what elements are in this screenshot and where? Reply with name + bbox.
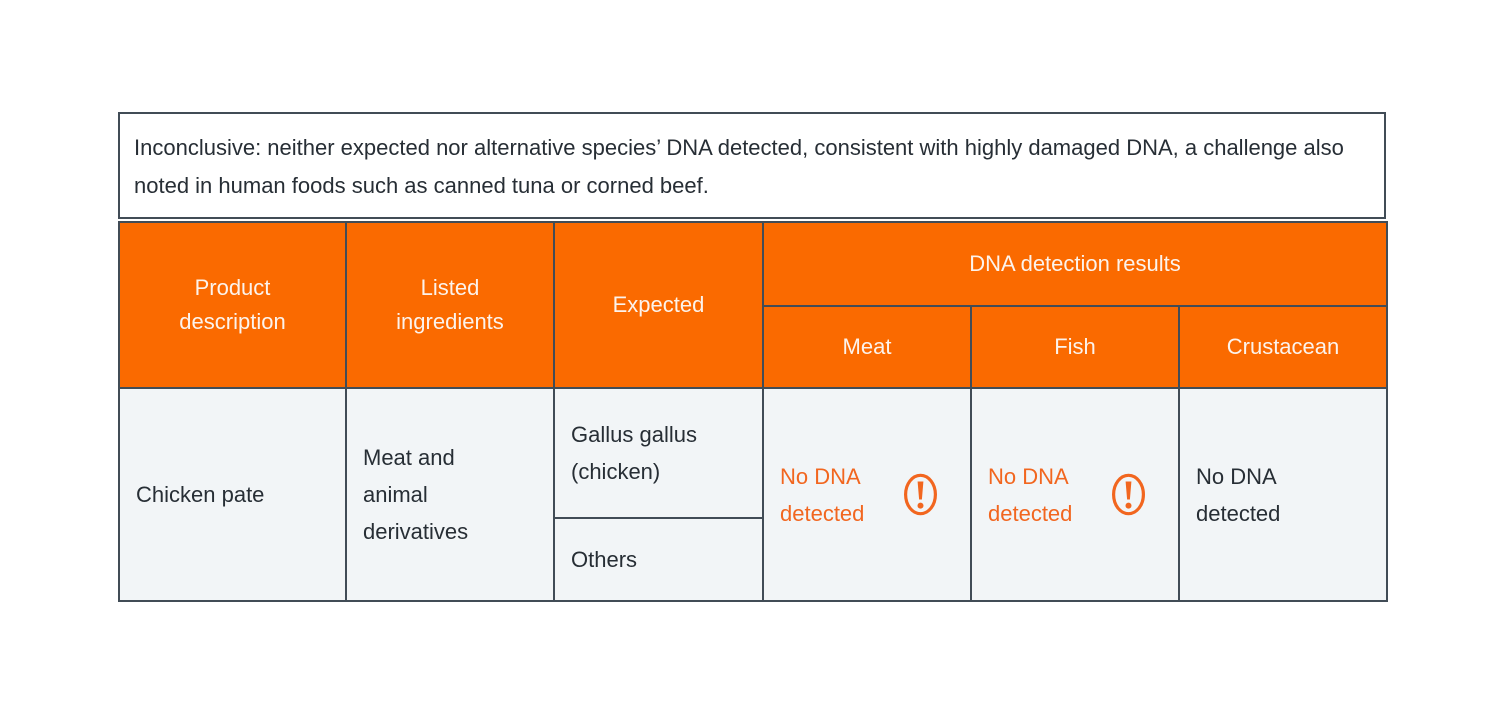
- result-fish-text: No DNA detected: [988, 463, 1073, 526]
- result-crustacean: No DNA detected: [1196, 458, 1374, 532]
- result-crustacean-text: No DNA detected: [1196, 463, 1281, 526]
- expected-species-value: Gallus gallus (chicken): [571, 422, 697, 484]
- col-header-listed-ingredients-label: Listed ingredients: [396, 275, 504, 334]
- warning-icon: [903, 472, 938, 517]
- cell-expected-species: Gallus gallus (chicken): [553, 387, 764, 519]
- cell-listed-ingredients: Meat and animal derivatives: [345, 387, 555, 602]
- cell-expected-others: Others: [553, 517, 764, 602]
- result-meat-text: No DNA detected: [780, 463, 865, 526]
- result-meat: No DNA detected: [780, 458, 958, 532]
- cell-result-meat: No DNA detected: [762, 387, 972, 602]
- col-header-dna-detection-results: DNA detection results: [761, 221, 1389, 307]
- result-fish: No DNA detected: [988, 458, 1166, 532]
- col-header-meat-label: Meat: [842, 334, 892, 359]
- expected-others-value: Others: [571, 547, 638, 572]
- product-description-value: Chicken pate: [136, 482, 265, 507]
- col-header-fish-label: Fish: [1054, 334, 1096, 359]
- cell-result-fish: No DNA detected: [970, 387, 1180, 602]
- col-header-fish: Fish: [970, 305, 1180, 389]
- inconclusive-note-text: Inconclusive: neither expected nor alter…: [134, 135, 1344, 198]
- inconclusive-note: Inconclusive: neither expected nor alter…: [118, 112, 1386, 219]
- col-header-meat: Meat: [762, 305, 972, 389]
- col-header-product-description: Product description: [118, 221, 347, 389]
- col-header-listed-ingredients: Listed ingredients: [345, 221, 555, 389]
- dna-results-panel: Inconclusive: neither expected nor alter…: [118, 112, 1389, 602]
- listed-ingredients-value: Meat and animal derivatives: [363, 445, 469, 544]
- col-header-expected-label: Expected: [612, 292, 705, 317]
- col-header-crustacean: Crustacean: [1177, 305, 1389, 389]
- col-header-dna-detection-results-label: DNA detection results: [969, 251, 1181, 276]
- warning-icon: [1111, 472, 1146, 517]
- col-header-crustacean-label: Crustacean: [1226, 334, 1340, 359]
- col-header-expected: Expected: [553, 221, 764, 389]
- cell-result-crustacean: No DNA detected: [1177, 387, 1389, 602]
- cell-product-description: Chicken pate: [118, 387, 347, 602]
- dna-detection-table: Product description Listed ingredients E…: [118, 221, 1389, 602]
- col-header-product-description-label: Product description: [179, 275, 286, 334]
